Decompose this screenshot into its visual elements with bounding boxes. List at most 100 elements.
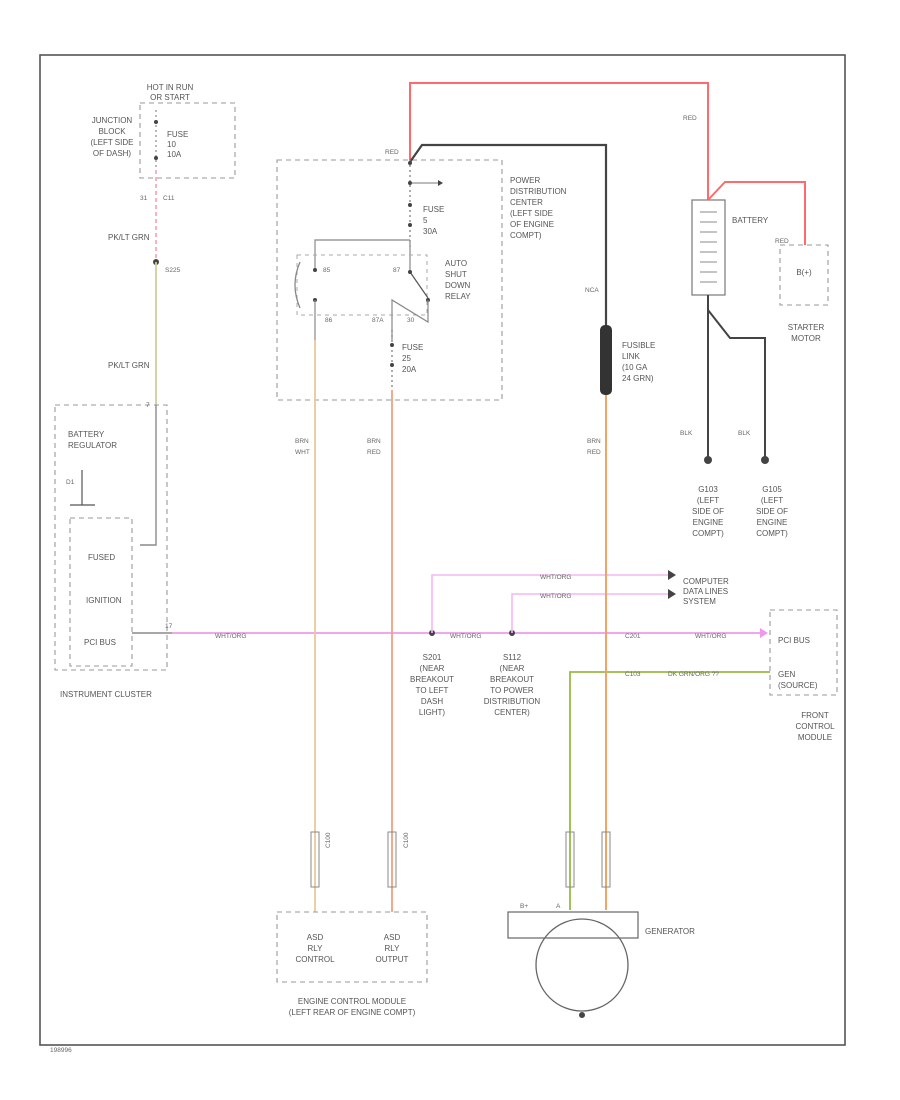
ecm-title-1: ENGINE CONTROL MODULE [298, 997, 406, 1006]
drawing-id: 198996 [50, 1047, 72, 1054]
s112-label-3: BREAKOUT [490, 675, 534, 684]
asd-relay-label-3: DOWN [445, 281, 471, 290]
g105-label-2: (LEFT [761, 496, 783, 505]
g103-label-3: SIDE OF [692, 507, 724, 516]
wire-pk-lt-grn-label-2: PK/LT GRN [108, 361, 150, 370]
s112-label-4: TO POWER [490, 686, 534, 695]
relay-pin-86: 86 [325, 317, 333, 324]
gen-connector-2 [601, 831, 611, 888]
fcm-pci-bus-label: PCI BUS [778, 636, 810, 645]
s112-label-6: CENTER) [494, 708, 530, 717]
connector-c201-label: C201 [625, 633, 641, 640]
bus-branch-upper [431, 574, 668, 633]
fuse-10-terminal-top [154, 120, 158, 124]
fusible-link-label-4: 24 GRN) [622, 374, 654, 383]
pdc-terminal-1 [408, 161, 412, 165]
junction-block-label-1: JUNCTION [92, 116, 133, 125]
pdc-title-1: POWER [510, 176, 540, 185]
ground-g103 [704, 456, 712, 464]
c100-label-1: C100 [325, 832, 332, 848]
fuse-5-label-1: FUSE [423, 205, 444, 214]
cluster-pin-17: 17 [165, 623, 173, 630]
battery-regulator-label-2: REGULATOR [68, 441, 117, 450]
ecm-asd-output-2: RLY [385, 944, 401, 953]
red-top-label: RED [683, 115, 697, 122]
generator-label: GENERATOR [645, 927, 695, 936]
wire-nca-label: NCA [585, 287, 599, 294]
data-lines-arrow-2 [668, 589, 676, 599]
battery-label: BATTERY [732, 216, 769, 225]
fuse-10-terminal-bottom [154, 156, 158, 160]
cluster-internal-wire [140, 405, 157, 546]
wire-pk-lt-grn-label-1: PK/LT GRN [108, 233, 150, 242]
relay-pin-87-dot [408, 270, 412, 274]
battery-red-label: RED [775, 238, 789, 245]
pdc-title-4: (LEFT SIDE [510, 209, 553, 218]
pdc-title-5: OF ENGINE [510, 220, 554, 229]
relay-pin-85-dot [313, 268, 317, 272]
or-start-label: OR START [150, 93, 190, 102]
g103-label-4: ENGINE [693, 518, 724, 527]
computer-label-1: COMPUTER [683, 577, 729, 586]
bus-wire-label-4: WHT/ORG [540, 574, 571, 581]
asd-relay-label-2: SHUT [445, 270, 467, 279]
s201-label-2: (NEAR [420, 664, 445, 673]
gen-connector-1 [565, 831, 575, 888]
wire-brn-red-gen-label-2: RED [587, 449, 601, 456]
fuse-25-terminal-bottom [390, 363, 394, 367]
bus-wire-label-5: WHT/ORG [540, 593, 571, 600]
ecm-asd-control-2: RLY [308, 944, 324, 953]
s201-label-4: TO LEFT [416, 686, 449, 695]
junction-block-label-4: OF DASH) [93, 149, 132, 158]
computer-label-3: SYSTEM [683, 597, 716, 606]
generator-pin-b: B+ [520, 903, 528, 910]
bus-arrow-fcm [760, 628, 768, 638]
generator-symbol [535, 918, 629, 1012]
g105-label-3: SIDE OF [756, 507, 788, 516]
fusible-link-label-1: FUSIBLE [622, 341, 655, 350]
starter-label-2: MOTOR [791, 334, 821, 343]
fuse-10-label-1: FUSE [167, 130, 188, 139]
s112-label-1: S112 [503, 653, 522, 662]
instrument-cluster-title: INSTRUMENT CLUSTER [60, 690, 152, 699]
s112-label-2: (NEAR [500, 664, 525, 673]
pdc-branch-arrow [438, 180, 443, 186]
s112-label-group: S112 (NEAR BREAKOUT TO POWER DISTRIBUTIO… [484, 653, 541, 717]
fcm-title-3: MODULE [798, 733, 832, 742]
pdc-title-2: DISTRIBUTION [510, 187, 567, 196]
junction-block-label-3: (LEFT SIDE [91, 138, 134, 147]
fcm-title-2: CONTROL [795, 722, 835, 731]
computer-label-2: DATA LINES [683, 587, 728, 596]
asd-relay-label-4: RELAY [445, 292, 471, 301]
fuse-25-label-1: FUSE [402, 343, 423, 352]
g105-label-1: G105 [762, 485, 782, 494]
s201-label-3: BREAKOUT [410, 675, 454, 684]
ecm-asd-output-1: ASD [384, 933, 401, 942]
ignition-label: IGNITION [86, 596, 122, 605]
fuse-25-terminal-top [390, 343, 394, 347]
fcm-gen-label-2: (SOURCE) [778, 681, 818, 690]
pci-bus-cluster-label: PCI BUS [84, 638, 116, 647]
starter-label-1: STARTER [788, 323, 825, 332]
g103-label-2: (LEFT [697, 496, 719, 505]
fuse-25-label-2: 25 [402, 354, 411, 363]
generator-terminal-block [507, 911, 639, 939]
front-control-module-box [769, 609, 838, 696]
bus-wire-label-1: WHT/ORG [215, 633, 246, 640]
pdc-red-label: RED [385, 149, 399, 156]
fuse-5-label-2: 5 [423, 216, 428, 225]
ecm-asd-output-3: OUTPUT [376, 955, 409, 964]
asd-relay-box [296, 254, 428, 316]
fusible-link-label-3: (10 GA [622, 363, 648, 372]
relay-pin-30: 30 [407, 317, 415, 324]
wire-generator-field [569, 671, 770, 910]
battery-cells [700, 211, 717, 283]
relay-switch-arm [409, 271, 429, 299]
connector-c103-label: C103 [625, 671, 641, 678]
wire-red-starter [707, 181, 806, 245]
g105-label-group: G105 (LEFT SIDE OF ENGINE COMPT) [756, 485, 788, 538]
relay-coil-symbol [294, 261, 301, 309]
starter-pin-b: B(+) [796, 268, 812, 277]
fuse-10-label-3: 10A [167, 150, 182, 159]
wire-brn-red-gen-label-1: BRN [587, 438, 601, 445]
